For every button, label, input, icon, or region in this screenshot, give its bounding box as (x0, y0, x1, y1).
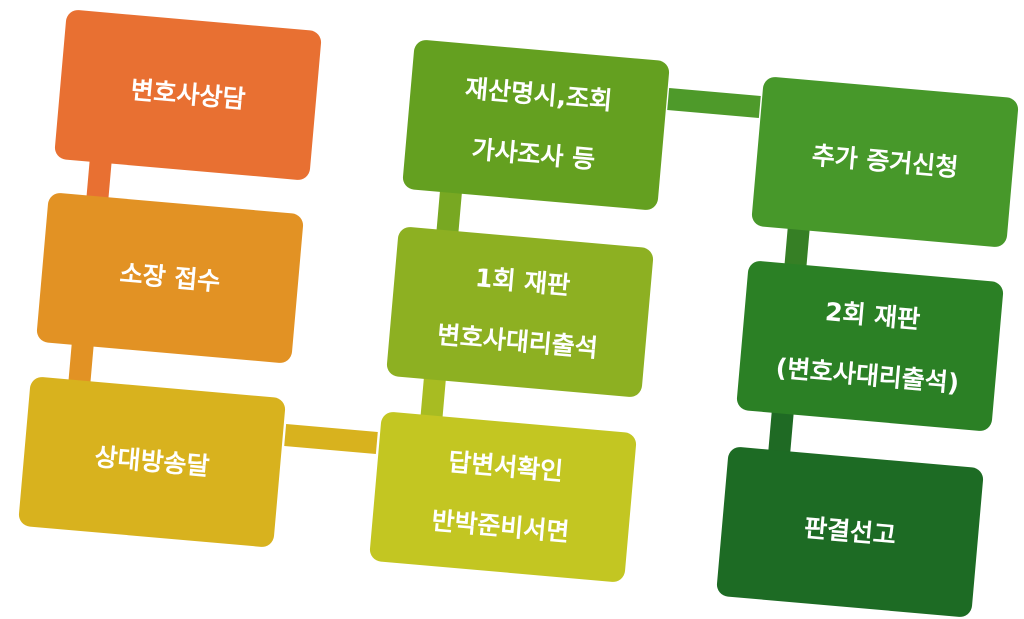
step-label: 1회 재판 (474, 263, 572, 301)
step-label: 답변서확인 (447, 447, 565, 487)
step-label: 반박준비서면 (430, 505, 571, 547)
step-service-to-opponent: 상대방송달 (17, 376, 287, 548)
step-label: 2회 재판 (824, 297, 922, 335)
step-asset-disclosure: 재산명시,조회 가사조사 등 (401, 39, 671, 211)
connector-1-2 (86, 159, 112, 201)
connector-8-9 (768, 409, 794, 455)
step-label: (변호사대리출석) (774, 352, 961, 398)
step-label: 추가 증거신청 (810, 140, 960, 183)
step-complaint-filing: 소장 접수 (35, 192, 305, 364)
step-label: 변호사상담 (129, 75, 247, 114)
step-answer-review: 답변서확인 반박준비서면 (368, 411, 638, 583)
step-lawyer-consultation: 변호사상담 (53, 9, 323, 181)
connector-6-7 (667, 88, 761, 118)
step-second-trial: 2회 재판 (변호사대리출석) (735, 260, 1005, 432)
connector-2-3 (68, 343, 94, 385)
step-label: 판결선고 (802, 513, 898, 550)
step-first-trial: 1회 재판 변호사대리출석 (385, 226, 655, 398)
step-label: 상대방송달 (93, 442, 211, 481)
step-additional-evidence: 추가 증거신청 (750, 76, 1020, 248)
step-label: 소장 접수 (118, 258, 222, 297)
step-label: 변호사대리출석 (435, 319, 599, 363)
step-label: 가사조사 등 (470, 134, 597, 175)
step-judgment: 판결선고 (715, 446, 985, 618)
connector-3-4 (284, 424, 378, 454)
